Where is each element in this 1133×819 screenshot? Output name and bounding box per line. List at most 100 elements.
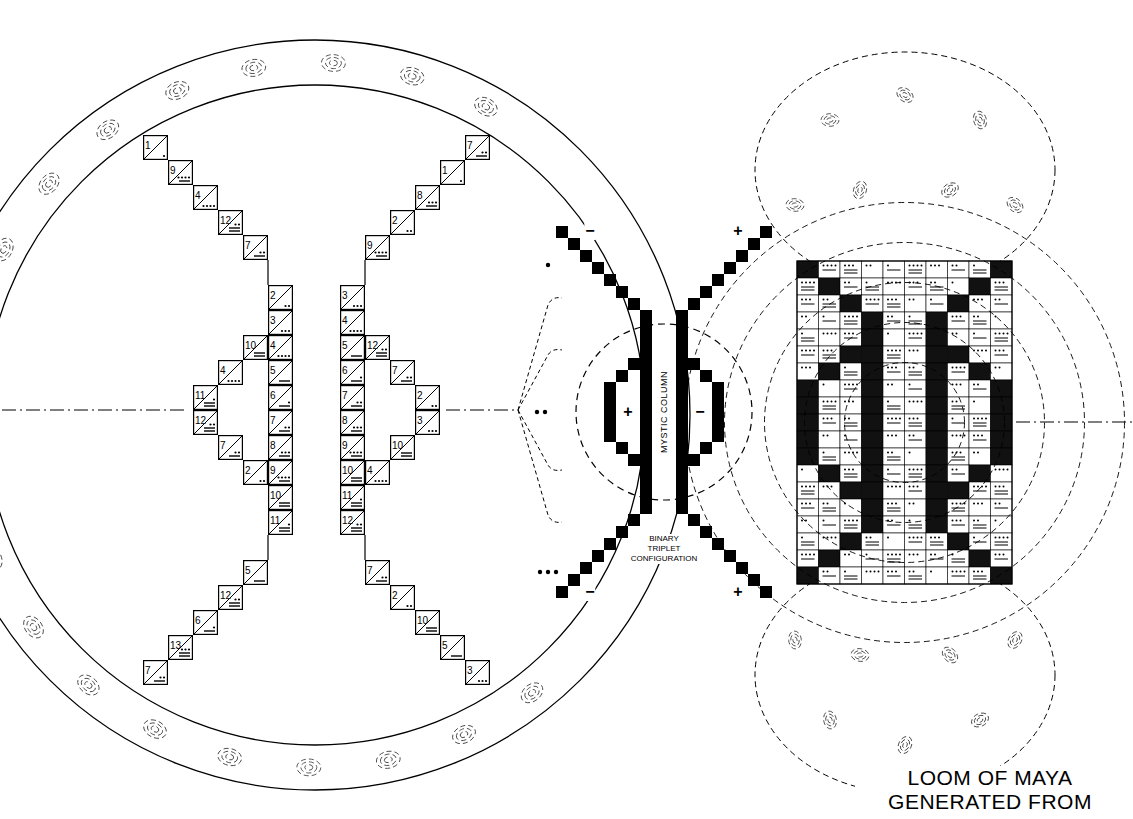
loom-bar [844,474,858,475]
maya-bar [254,255,265,256]
loom-cell [819,499,841,516]
loom-dot [995,299,997,301]
loom-dot [852,316,854,318]
maya-dot [353,305,355,307]
swirl-ring [857,652,864,657]
loom-dot [913,299,915,301]
maya-dot [428,430,430,432]
loom-dot [999,486,1001,488]
loom-bar [995,341,1009,342]
loom-dot [831,401,833,403]
loom-cell [797,278,819,295]
loom-cell-black [819,550,841,567]
loom-dot [999,554,1001,556]
loom-dot [952,435,954,437]
binary-cell [688,298,700,310]
loom-dot [930,571,932,573]
square-number: 12 [367,341,378,351]
binary-cell [688,358,700,370]
loom-dot [891,435,893,437]
loom-cell-black [797,431,819,448]
loom-bar [909,542,923,543]
loom-dot [909,384,911,386]
square-border [219,361,243,385]
loom-dot [827,333,829,335]
binary-cell [724,262,736,274]
loom-dot [870,265,872,267]
loom-cell [905,278,927,295]
binary-cell [616,370,628,382]
square-border [366,236,390,260]
loom-dot [891,282,893,284]
loom-bar [909,270,923,271]
binary-cell [604,274,616,286]
square-diagonal [218,360,243,385]
loom-dot [827,418,829,420]
loom-dot [895,350,897,352]
loom-dot [887,367,889,369]
numbered-square: 11 [193,385,218,410]
loom-dot [995,469,997,471]
numbered-square: 10 [268,485,293,510]
dot-mark [554,570,558,574]
loom-dot [977,520,979,522]
loom-bar [866,542,880,543]
maya-dot [356,305,358,307]
square-number: 13 [170,641,181,651]
swirl-ring [20,612,48,641]
loom-cell-black [926,516,948,533]
loom-dot [977,299,979,301]
loom-cell [840,550,862,567]
binary-cell [592,550,604,562]
square-border [144,136,168,160]
loom-dot [930,282,932,284]
loom-dot [805,554,807,556]
swirl-ring [1005,629,1025,651]
loom-dot [913,350,915,352]
swirl-ring [150,725,160,734]
loom-cell-black [926,482,948,499]
dot-mark [535,410,539,414]
swirl-ring [827,717,832,724]
square-number: 10 [342,466,353,476]
loom-dot [844,384,846,386]
maya-dot [353,426,355,428]
square-border [391,361,415,385]
loom-cell [969,448,991,465]
loom-bar [995,304,1009,305]
maya-bar [351,405,362,406]
loom-dot [913,537,915,539]
maya-dot [360,376,362,378]
swirl-ring [517,679,546,707]
loom-dot [973,503,975,505]
square-border [194,186,218,210]
square-diagonal [465,660,490,685]
binary-cell [640,358,652,370]
square-diagonal [415,385,440,410]
square-number: 3 [342,291,348,301]
binary-cell [628,454,640,466]
loom-bar [887,457,901,458]
loom-cell [948,431,970,448]
dot-mark [546,570,550,574]
square-border [466,136,490,160]
loom-dot [977,486,979,488]
maya-bar [279,530,290,531]
binary-cell [604,538,616,550]
square-number: 7 [367,566,373,576]
square-number: 1 [145,141,151,151]
square-number: 10 [270,491,281,501]
maya-bar [279,380,290,381]
loom-dot [809,503,811,505]
loom-dot [801,367,803,369]
loom-dot [891,418,893,420]
binary-cell [712,418,724,430]
loom-bar [909,576,923,577]
numbered-square: 7 [268,410,293,435]
maya-dot [238,223,240,225]
loom-cell-black [969,465,991,482]
loom-bar [844,375,858,376]
swirl-ring [375,749,402,770]
loom-dot [827,299,829,301]
loom-bar [909,287,923,288]
